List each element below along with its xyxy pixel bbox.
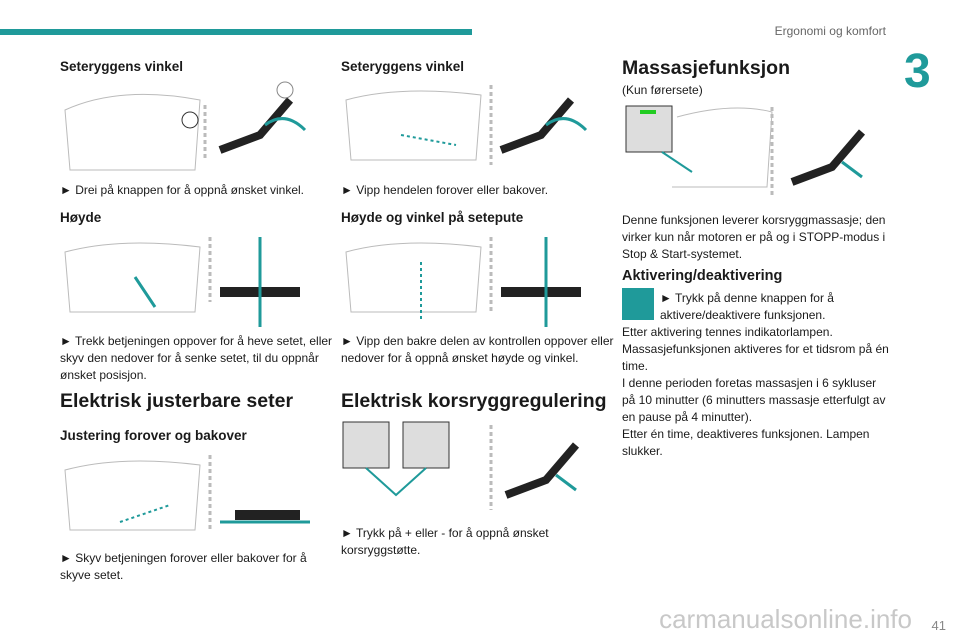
heading-fore-aft: Justering forover og bakover xyxy=(60,428,247,443)
illustration-fore-aft xyxy=(64,455,310,531)
illustration-cushion xyxy=(345,237,581,327)
illustration-lumbar xyxy=(342,421,580,510)
text-cushion: ► Vipp den bakre delen av kontrollen opp… xyxy=(341,334,614,365)
watermark: carmanualsonline.info xyxy=(659,604,912,634)
text-fore-aft: ► Skyv betjeningen forover eller bakover… xyxy=(60,551,307,582)
text-backrest-lever: ► Vipp hendelen forover eller bakover. xyxy=(341,183,549,197)
illustration-height xyxy=(64,237,300,327)
heading-massage: Massasjefunksjon xyxy=(622,57,790,79)
heading-cushion: Høyde og vinkel på setepute xyxy=(341,210,524,225)
text-driver-only: (Kun førersete) xyxy=(622,83,703,97)
text-backrest-knob: ► Drei på knappen for å oppnå ønsket vin… xyxy=(60,183,305,197)
massage-button-icon xyxy=(622,288,654,320)
heading-activation: Aktivering/deaktivering xyxy=(622,268,783,284)
text-cycles: I denne perioden foretas massasjen i 6 s… xyxy=(622,376,886,424)
text-duration: Massasjefunksjonen aktiveres for et tids… xyxy=(622,342,889,373)
heading-backrest-angle: Seteryggens vinkel xyxy=(60,59,184,74)
illustration-backrest-lever xyxy=(345,85,588,165)
heading-lumbar: Elektrisk korsryggregulering xyxy=(341,390,607,412)
heading-backrest-angle-2: Seteryggens vinkel xyxy=(341,59,465,74)
heading-electric-seats: Elektrisk justerbare seter xyxy=(60,390,294,412)
illustration-backrest-knob xyxy=(64,81,307,171)
running-header: Ergonomi og komfort xyxy=(774,24,886,38)
illustration-massage xyxy=(625,105,866,197)
chapter-number: 3 xyxy=(904,45,931,98)
text-press-button: ► Trykk på denne knappen for å aktivere/… xyxy=(660,291,834,322)
text-indicator: Etter aktivering tennes indikatorlampen. xyxy=(622,325,833,339)
text-height: ► Trekk betjeningen oppover for å heve s… xyxy=(60,334,333,382)
text-deactivate: Etter én time, deaktiveres funksjonen. L… xyxy=(622,427,870,458)
text-lumbar: ► Trykk på + eller - for å oppnå ønsket … xyxy=(341,526,549,557)
header-bar xyxy=(0,29,472,35)
page-number: 41 xyxy=(931,618,946,633)
heading-height: Høyde xyxy=(60,210,102,225)
text-massage-desc: Denne funksjonen leverer korsryggmassasj… xyxy=(622,213,886,261)
